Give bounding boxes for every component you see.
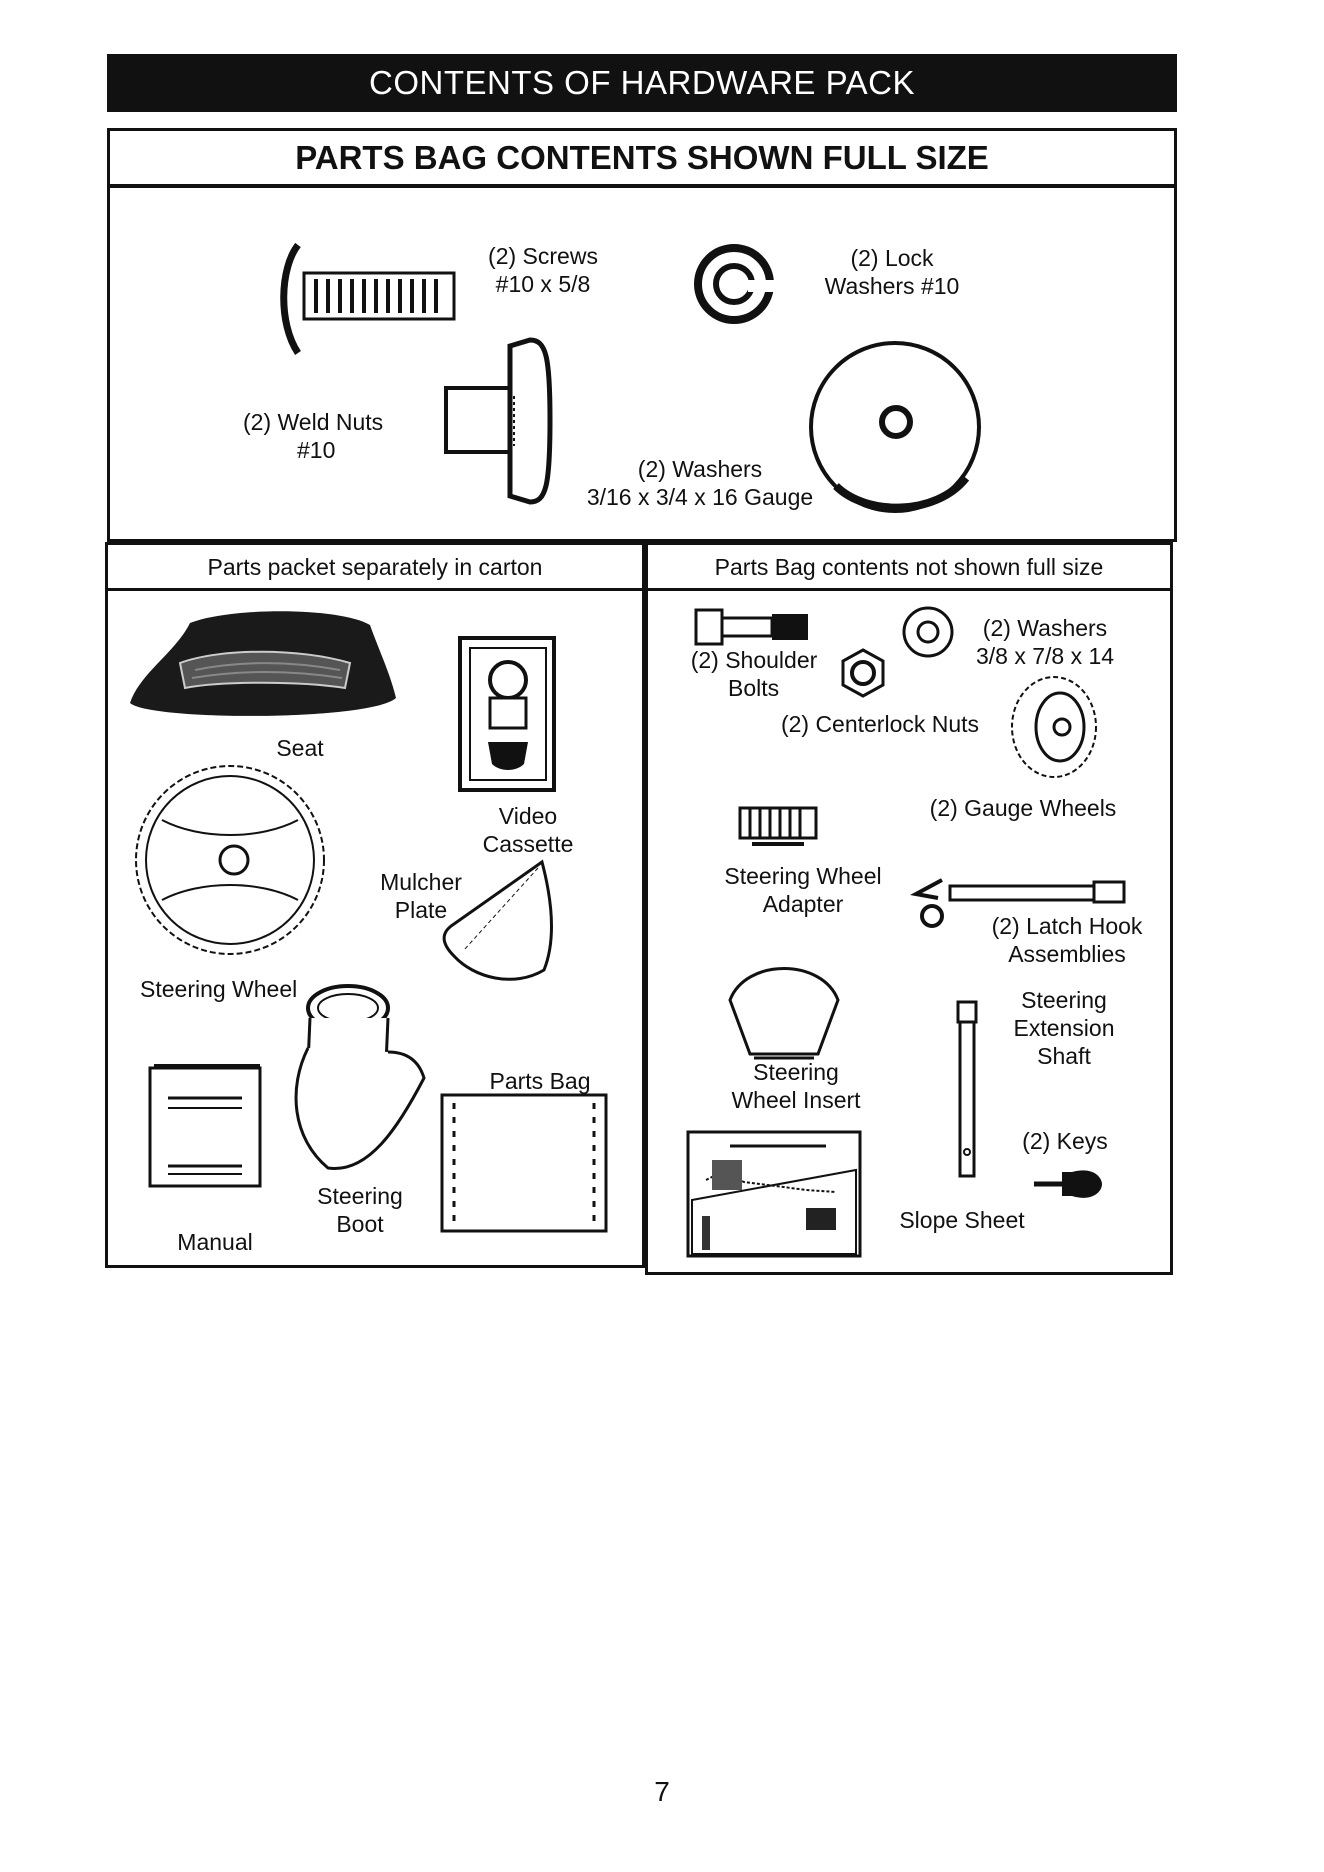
lock-washers-label: (2) Lock Washers #10 [824,245,960,299]
page-banner: CONTENTS OF HARDWARE PACK [107,54,1177,112]
washer-small-illustration [902,606,954,658]
video-cassette-illustration [458,636,556,792]
manual-illustration [148,1064,262,1188]
steering-wheel-adapter-illustration [738,806,818,846]
washers-label: (2) Washers 3/16 x 3/4 x 16 Gauge [586,456,814,510]
manual-label: Manual [177,1229,253,1255]
steering-wheel-insert-illustration [728,967,840,1060]
video-cassette-label: Video Cassette [482,803,574,857]
shoulder-bolt-illustration [694,608,808,646]
mulcher-plate-illustration [442,859,553,981]
carton-section-title: Parts packet separately in carton [108,545,642,591]
weld-nuts-label: (2) Weld Nuts #10 [243,409,384,463]
centerlock-nuts-label: (2) Centerlock Nuts [780,711,980,737]
steering-boot-label: Steering Boot [317,1183,403,1237]
steering-extension-shaft-illustration [956,1000,978,1178]
steering-wheel-illustration [135,765,325,955]
weld-nut-illustration [444,337,553,505]
parts-bag-illustration [440,1093,608,1233]
steering-wheel-adapter-label: Steering Wheel Adapter [724,863,882,917]
keys-label: (2) Keys [1022,1128,1108,1154]
seat-label: Seat [276,735,324,761]
slope-sheet-label: Slope Sheet [899,1207,1025,1233]
steering-wheel-label: Steering Wheel [140,976,298,1002]
carton-section: Parts packet separately in carton [105,542,645,1268]
slope-sheet-illustration [686,1130,862,1258]
screws-label: (2) Screws #10 x 5/8 [488,243,598,297]
screw-illustration [280,242,456,355]
steering-boot-illustration [294,984,426,1170]
steering-extension-shaft-label: Steering Extension Shaft [1013,987,1115,1069]
lock-washer-illustration [694,244,778,324]
full-size-title: PARTS BAG CONTENTS SHOWN FULL SIZE [107,128,1177,188]
latch-hook-illustration [910,878,1126,928]
not-full-size-section-title: Parts Bag contents not shown full size [648,545,1170,591]
seat-illustration [130,611,396,716]
mulcher-plate-label: Mulcher Plate [380,869,462,923]
gauge-wheel-illustration [1011,676,1097,778]
flat-washer-illustration [809,341,981,513]
page-number: 7 [654,1776,670,1807]
washers-small-label: (2) Washers 3/8 x 7/8 x 14 [975,615,1115,669]
key-icon [1034,1170,1102,1198]
gauge-wheels-label: (2) Gauge Wheels [929,795,1117,821]
full-size-section [107,128,1177,542]
shoulder-bolts-label: (2) Shoulder Bolts [690,647,818,701]
not-full-size-section: Parts Bag contents not shown full size [645,542,1173,1275]
centerlock-nut-illustration [841,648,885,698]
parts-bag-label: Parts Bag [489,1068,591,1094]
latch-hook-label: (2) Latch Hook Assemblies [991,913,1143,967]
steering-wheel-insert-label: Steering Wheel Insert [731,1059,861,1113]
